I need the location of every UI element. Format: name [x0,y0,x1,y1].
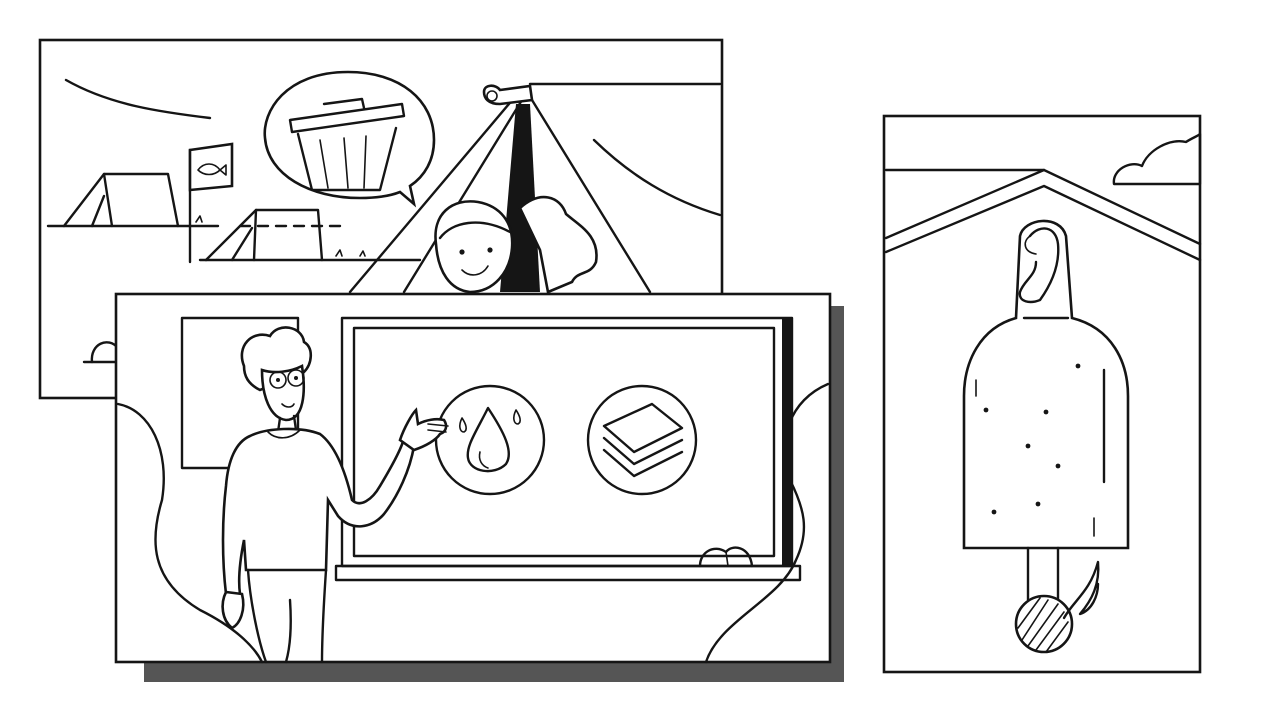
tent-middle [204,208,324,262]
cloud [1112,132,1202,186]
big-tent [348,82,722,294]
tent-left [62,172,180,228]
paper-stack-icon [586,384,698,496]
bottle-panel [882,114,1202,674]
bird-icon [1018,227,1060,304]
flame-icon [1014,546,1100,654]
girl-peeking [434,195,598,294]
thought-bubble [263,70,436,208]
trash-can-icon [288,97,406,192]
teacher [221,326,449,664]
bottle [962,219,1130,550]
blackboard [334,316,802,582]
fish-flag-icon [188,142,234,264]
classroom-panel [114,292,844,682]
